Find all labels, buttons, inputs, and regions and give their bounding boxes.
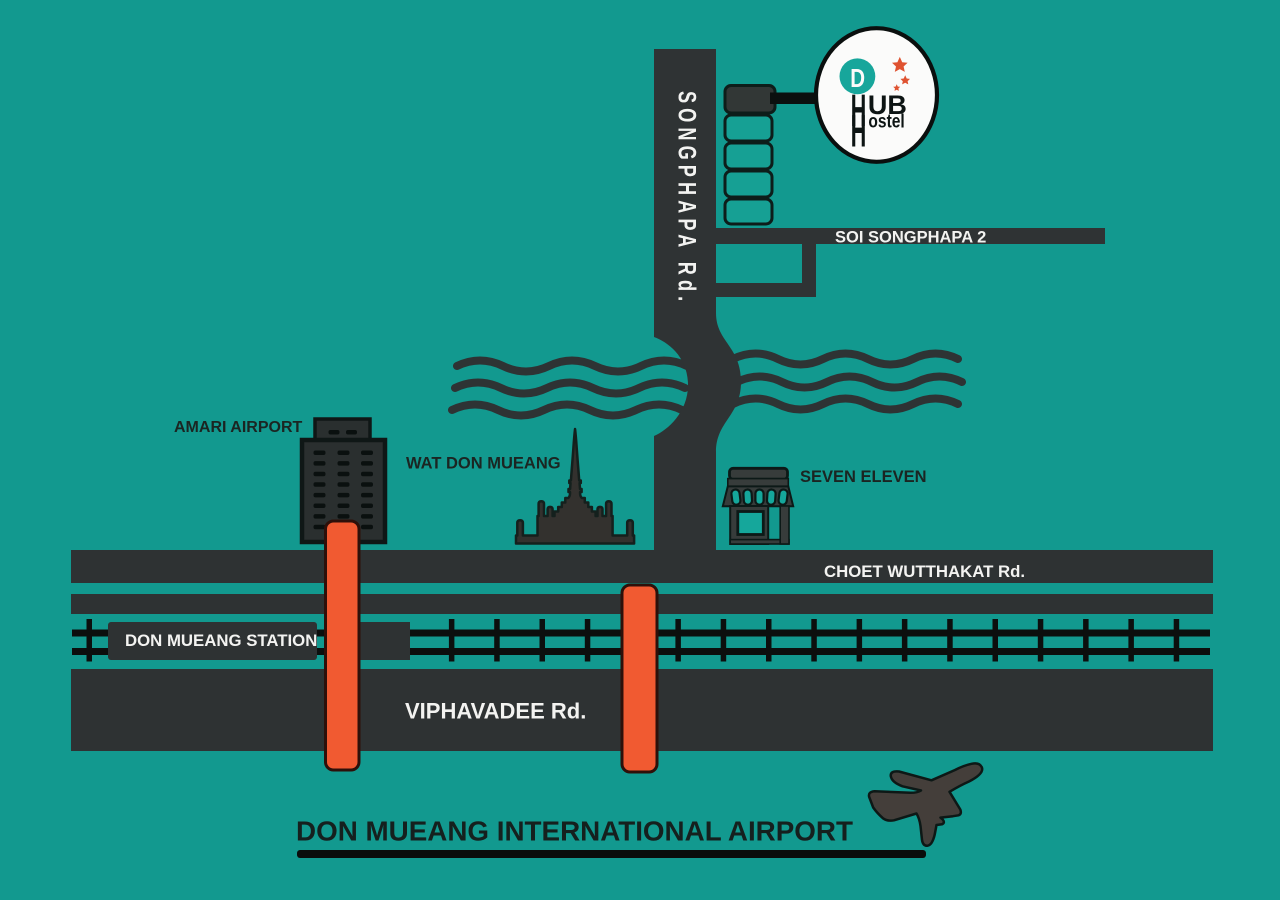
- svg-text:D: D: [850, 64, 865, 93]
- svg-text:H: H: [851, 86, 867, 136]
- svg-text:WAT DON MUEANG: WAT DON MUEANG: [406, 455, 561, 473]
- svg-text:H: H: [851, 107, 867, 157]
- svg-text:CHOET WUTTHAKAT Rd.: CHOET WUTTHAKAT Rd.: [824, 562, 1025, 581]
- svg-text:UB: UB: [868, 90, 907, 120]
- svg-text:ostel: ostel: [868, 110, 904, 132]
- svg-text:SOI SONGPHAPA 2: SOI SONGPHAPA 2: [835, 229, 986, 247]
- svg-text:DON MUEANG INTERNATIONAL AIRPO: DON MUEANG INTERNATIONAL AIRPORT: [296, 816, 853, 847]
- svg-text:SONGPHAPA Rd.: SONGPHAPA Rd.: [673, 91, 702, 306]
- svg-text:SEVEN ELEVEN: SEVEN ELEVEN: [800, 468, 927, 486]
- svg-text:VIPHAVADEE Rd.: VIPHAVADEE Rd.: [405, 699, 586, 724]
- svg-text:AMARI AIRPORT: AMARI AIRPORT: [174, 419, 303, 436]
- svg-text:DON MUEANG STATION: DON MUEANG STATION: [125, 631, 317, 650]
